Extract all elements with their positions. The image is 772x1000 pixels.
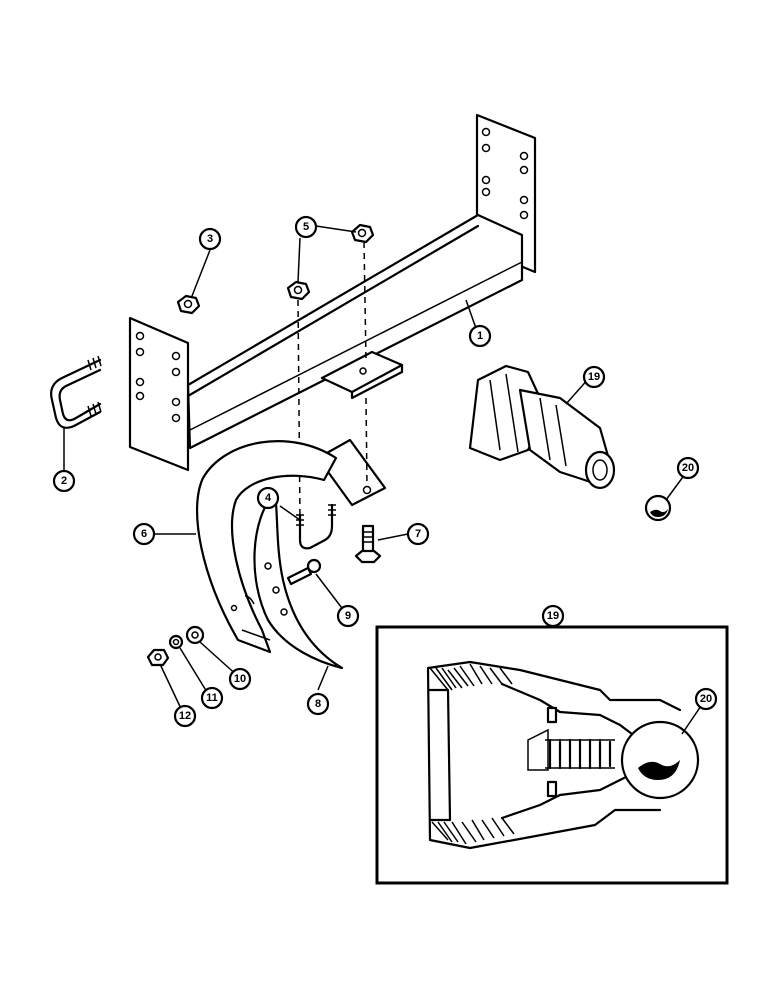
hex-nut-12	[146, 648, 170, 667]
svg-text:7: 7	[415, 528, 421, 540]
svg-text:19: 19	[547, 610, 559, 622]
svg-text:8: 8	[315, 698, 321, 710]
shank-point	[253, 490, 344, 670]
svg-text:20: 20	[682, 462, 694, 474]
svg-text:1: 1	[477, 330, 483, 342]
detail-inset	[375, 625, 729, 885]
svg-text:5: 5	[303, 221, 309, 233]
callout-19-inset: 19	[541, 604, 565, 628]
alignment-line	[363, 241, 367, 361]
svg-text:4: 4	[265, 492, 272, 504]
svg-text:11: 11	[206, 692, 218, 704]
callout-3: 3	[198, 227, 222, 251]
callout-2: 2	[52, 469, 76, 493]
svg-text:9: 9	[345, 610, 351, 622]
u-bolt	[50, 355, 102, 429]
callout-5: 5	[294, 215, 318, 239]
hydraulic-coupler	[468, 364, 616, 490]
callout-10: 10	[228, 667, 252, 691]
alignment-line	[365, 397, 368, 487]
small-u-bolt	[296, 503, 336, 550]
svg-text:6: 6	[141, 528, 147, 540]
svg-text:19: 19	[588, 371, 600, 383]
hex-bolt	[354, 524, 382, 564]
callout-7: 7	[406, 522, 430, 546]
callout-20-inset: 20	[694, 687, 718, 711]
svg-text:10: 10	[234, 673, 246, 685]
callout-19: 19	[582, 365, 606, 389]
carriage-bolt	[286, 558, 322, 586]
callout-11: 11	[200, 686, 224, 710]
flat-washer	[185, 625, 205, 645]
svg-text:3: 3	[207, 233, 213, 245]
callout-12: 12	[173, 704, 197, 728]
tool-bar-frame	[128, 113, 537, 507]
callout-20: 20	[676, 456, 700, 480]
hex-nut-5a	[286, 280, 311, 301]
callout-4: 4	[256, 486, 280, 510]
svg-text:20: 20	[700, 693, 712, 705]
callout-1: 1	[468, 324, 492, 348]
hex-nut-5b	[350, 223, 375, 244]
alignment-line	[297, 299, 301, 521]
svg-text:12: 12	[179, 710, 191, 722]
callout-9: 9	[336, 604, 360, 628]
callout-6: 6	[132, 522, 156, 546]
svg-text:2: 2	[61, 475, 67, 487]
callout-8: 8	[306, 692, 330, 716]
curved-shank	[195, 440, 338, 654]
check-ball	[644, 494, 672, 522]
hex-nut-3	[176, 294, 201, 315]
lock-washer	[168, 634, 184, 650]
